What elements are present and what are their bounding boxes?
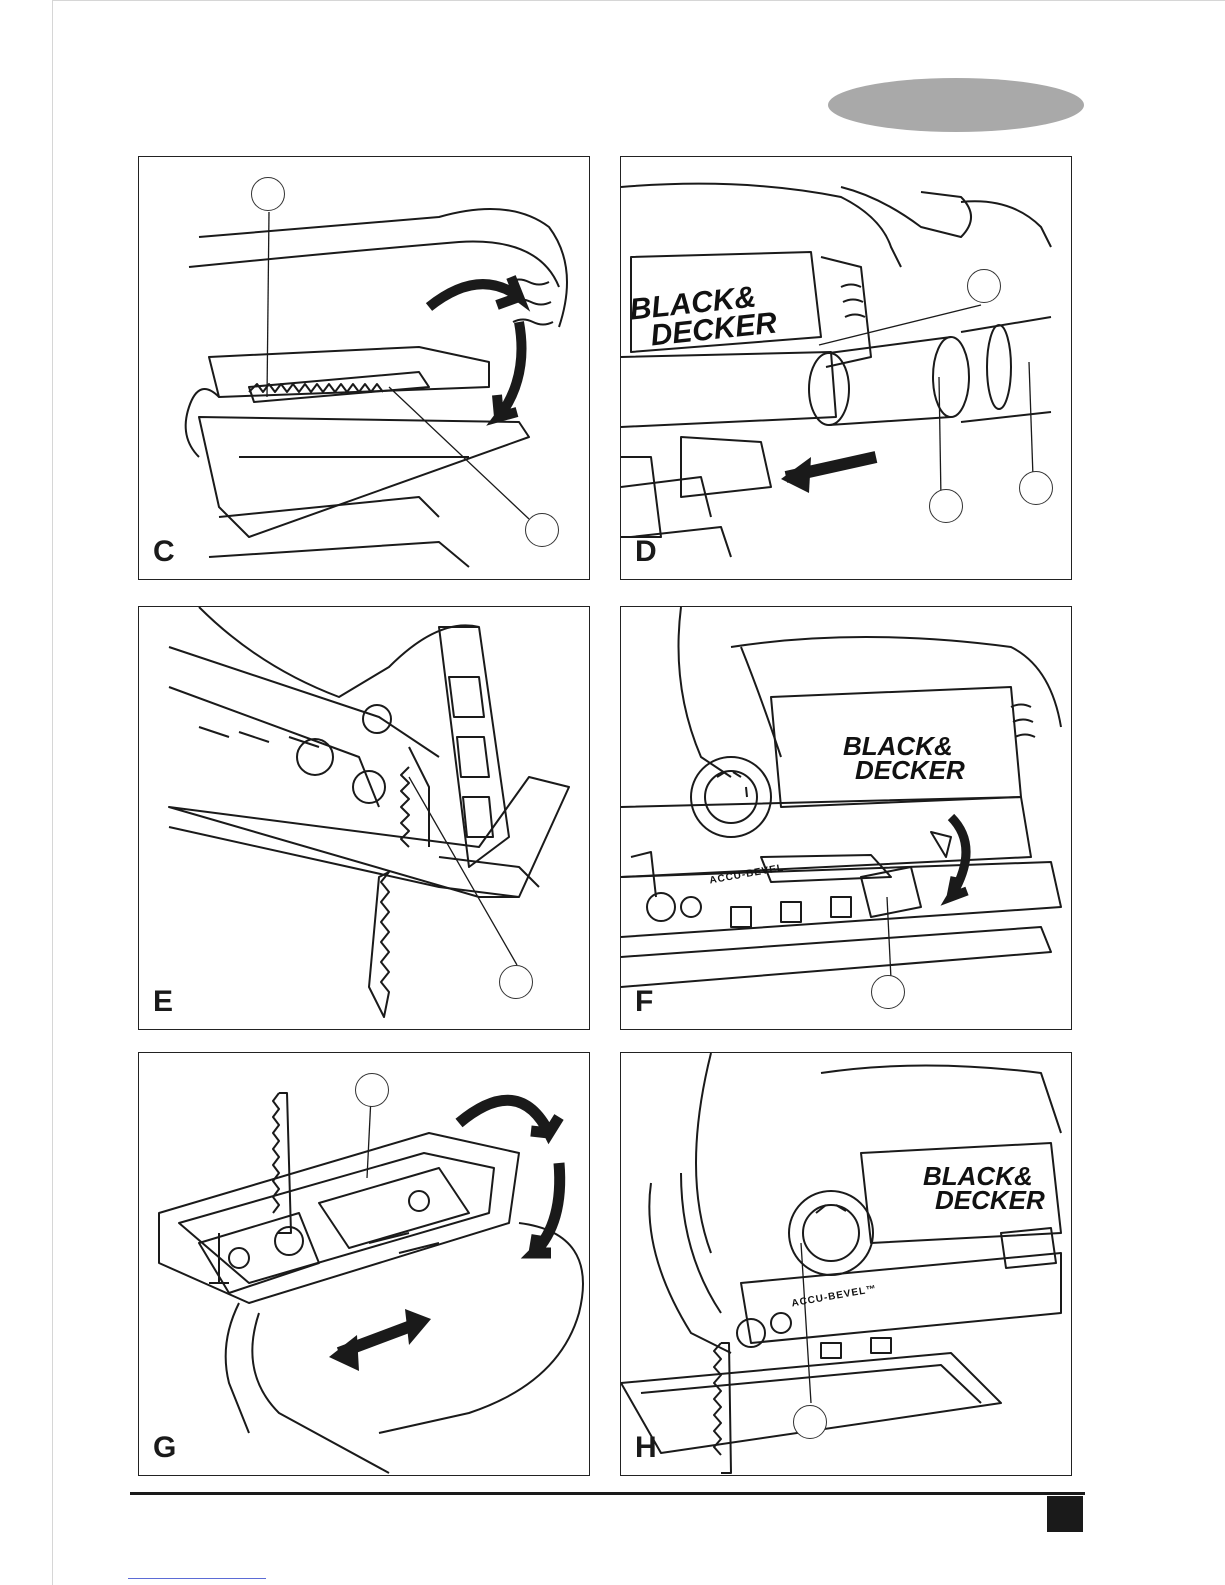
brand-logo: BLACK&DECKER — [629, 282, 779, 352]
figure-panel-f: BLACK&DECKER ACCU-BEVEL F — [620, 606, 1072, 1030]
brand-logo: BLACK&DECKER — [843, 735, 965, 783]
footer-rule — [130, 1492, 1085, 1495]
callout-circle — [967, 269, 1001, 303]
panel-letter: E — [153, 985, 172, 1019]
shoe-plate-illustration — [139, 1053, 590, 1476]
dust-extraction-adapter-illustration — [621, 157, 1072, 580]
callout-circle — [793, 1405, 827, 1439]
page-number-block — [1047, 1496, 1083, 1532]
callout-circle — [251, 177, 285, 211]
panel-letter: H — [635, 1431, 656, 1465]
figure-panel-e: E — [138, 606, 590, 1030]
callout-circle — [355, 1073, 389, 1107]
panel-letter: F — [635, 985, 652, 1019]
callout-circle — [929, 489, 963, 523]
figure-panel-d: BLACK&DECKER D — [620, 156, 1072, 580]
callout-circle — [1019, 471, 1053, 505]
page-edge-top — [52, 0, 1225, 1]
panel-letter: G — [153, 1431, 175, 1465]
language-tab-pill — [828, 78, 1084, 132]
panel-letter: C — [153, 535, 174, 569]
figure-panel-c: C — [138, 156, 590, 580]
jigsaw-blade-storage-illustration — [139, 157, 590, 580]
orbital-dial-illustration — [621, 1053, 1072, 1476]
bottom-link-underline — [128, 1578, 266, 1579]
brand-logo: BLACK&DECKER — [923, 1165, 1045, 1213]
callout-circle — [525, 513, 559, 547]
bevel-lever-illustration — [621, 607, 1072, 1030]
figure-panel-g: G — [138, 1052, 590, 1476]
callout-circle — [499, 965, 533, 999]
page-edge-left — [52, 0, 53, 1585]
figure-panel-h: BLACK&DECKER ACCU-BEVEL™ H — [620, 1052, 1072, 1476]
callout-circle — [871, 975, 905, 1009]
panel-letter: D — [635, 535, 656, 569]
